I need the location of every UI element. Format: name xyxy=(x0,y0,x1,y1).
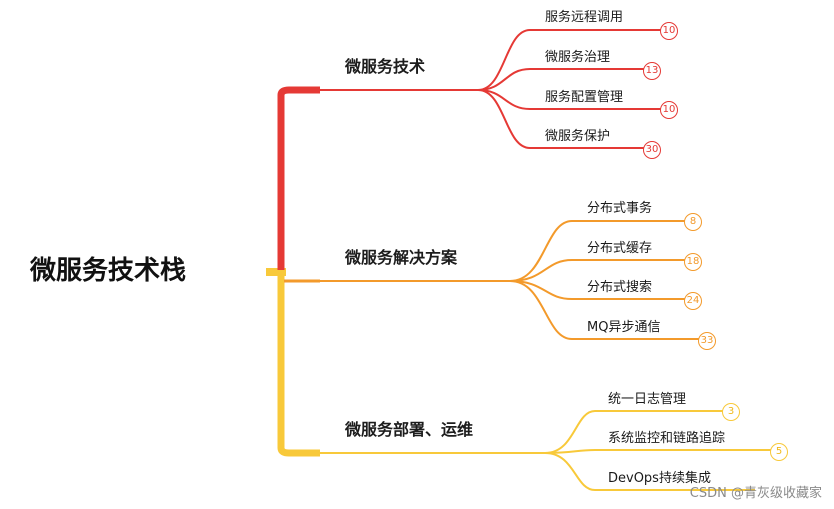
leaf-topic-1-4[interactable]: 微服务保护 xyxy=(545,129,611,144)
leaf-line-2-3 xyxy=(509,280,686,300)
leaf-line-3-1 xyxy=(544,410,724,454)
leaf-line-2-4 xyxy=(509,280,700,340)
branch-topic-3[interactable]: 微服务部署、运维 xyxy=(345,420,474,439)
count-badge-2-1: 8 xyxy=(684,213,702,231)
leaf-line-1-2 xyxy=(477,68,645,91)
leaf-topic-2-4[interactable]: MQ异步通信 xyxy=(587,320,661,335)
leaf-line-2-1 xyxy=(509,220,686,282)
leaf-topic-1-3[interactable]: 服务配置管理 xyxy=(545,90,624,105)
leaf-topic-2-3[interactable]: 分布式搜索 xyxy=(587,280,653,295)
count-badge-1-4: 30 xyxy=(643,141,661,159)
count-badge-1-1: 10 xyxy=(660,22,678,40)
count-badge-3-2: 5 xyxy=(770,443,788,461)
count-badge-1-2: 13 xyxy=(643,62,661,80)
leaf-topic-3-2[interactable]: 系统监控和链路追踪 xyxy=(608,431,726,446)
leaf-line-1-4 xyxy=(477,89,645,149)
branch-topic-2[interactable]: 微服务解决方案 xyxy=(345,248,458,267)
leaf-line-3-2 xyxy=(544,449,772,454)
trunk-yellow xyxy=(277,275,320,457)
leaf-topic-2-2[interactable]: 分布式缓存 xyxy=(587,241,653,256)
trunk-red xyxy=(277,86,320,270)
leaf-topic-2-1[interactable]: 分布式事务 xyxy=(587,201,653,216)
count-badge-2-4: 33 xyxy=(698,332,716,350)
count-badge-3-1: 3 xyxy=(722,403,740,421)
leaf-topic-3-3[interactable]: DevOps持续集成 xyxy=(608,471,711,486)
watermark-text: CSDN @青灰级收藏家 xyxy=(689,486,822,501)
leaf-line-1-3 xyxy=(477,89,663,110)
count-badge-2-3: 24 xyxy=(684,292,702,310)
leaf-topic-1-1[interactable]: 服务远程调用 xyxy=(545,10,624,25)
count-badge-1-3: 10 xyxy=(660,101,678,119)
branch-topic-1[interactable]: 微服务技术 xyxy=(345,57,426,76)
leaf-line-1-1 xyxy=(477,29,663,91)
count-badge-2-2: 18 xyxy=(684,253,702,271)
root-connector xyxy=(266,268,286,276)
root-topic[interactable]: 微服务技术栈 xyxy=(30,256,187,286)
leaf-line-2-2 xyxy=(509,259,686,282)
leaf-topic-3-1[interactable]: 统一日志管理 xyxy=(608,392,687,407)
leaf-line-3-3 xyxy=(544,452,755,491)
leaf-topic-1-2[interactable]: 微服务治理 xyxy=(545,50,611,65)
